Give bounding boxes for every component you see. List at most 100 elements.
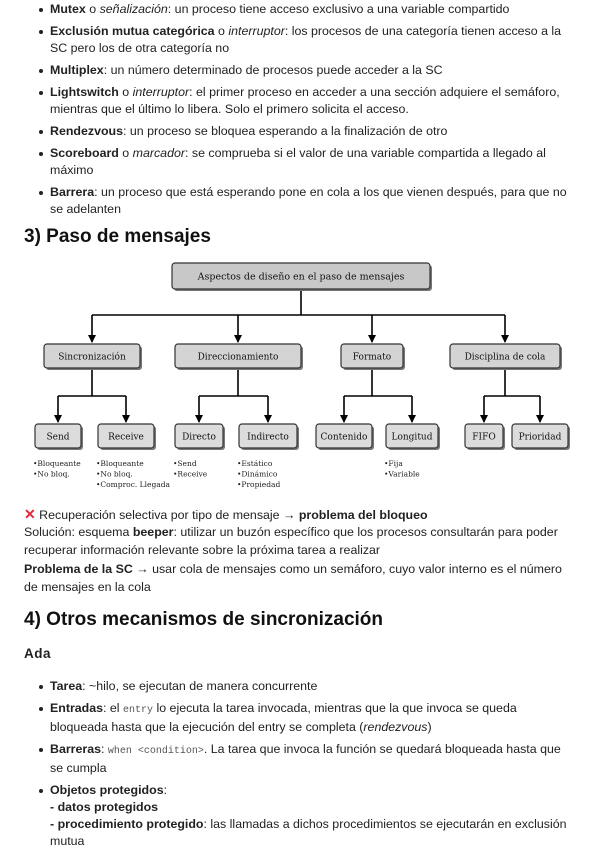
box-rect	[340, 343, 404, 369]
diagram-leaf-box: Receive	[97, 423, 156, 450]
box-label: Disciplina de cola	[465, 353, 546, 363]
item-text: :	[100, 742, 108, 756]
list-item: Lightswitch o interruptor: el primer pro…	[0, 84, 600, 118]
item-bold: Exclusión mutua categórica	[50, 24, 215, 38]
diagram-note: •Bloqueante	[33, 459, 81, 468]
item-bold: Entradas	[50, 701, 104, 715]
item-text: : ~hilo, se ejecutan de manera concurren…	[82, 679, 318, 693]
selective-retrieval-line: ✕ Recuperación selectiva por tipo de men…	[24, 505, 576, 524]
box-label: Contenido	[321, 433, 368, 443]
box-rect	[171, 262, 431, 290]
diagram-note: •Fija	[384, 459, 403, 468]
item-text: )	[427, 720, 432, 734]
item-sep: o	[118, 85, 133, 99]
diagram-note: •Variable	[384, 470, 420, 479]
section-3-heading: 3) Paso de mensajes	[24, 226, 211, 247]
diagram-note: •Estático	[237, 459, 273, 468]
diagram-leaf-box: Longitud	[385, 423, 440, 450]
list-item: Rendezvous: un proceso se bloquea espera…	[0, 123, 600, 140]
item-text: : se comprueba si el valor de una variab…	[50, 146, 546, 177]
box-label: Sincronización	[58, 352, 126, 363]
sub-item-bold: - procedimiento protegido	[50, 817, 204, 831]
item-text: : el	[103, 701, 124, 715]
beeper-solution-paragraph: Solución: esquema beeper: utilizar un bu…	[24, 523, 576, 559]
list-item: Tarea: ~hilo, se ejecutan de manera conc…	[0, 678, 600, 695]
list-item: Objetos protegidos: - datos protegidos - p…	[0, 782, 600, 850]
box-rect	[385, 423, 439, 449]
item-bold: Tarea	[50, 679, 83, 693]
item-text: :	[163, 783, 168, 797]
arrow-glyph: →	[283, 508, 296, 522]
box-label: Receive	[108, 433, 144, 443]
box-rect	[43, 343, 141, 369]
box-rect	[174, 343, 302, 369]
item-text: lo ejecuta la tarea invocada, mientras q…	[50, 701, 517, 734]
item-bold: Scoreboard	[50, 146, 119, 160]
item-text: : un proceso que está esperando pone en …	[50, 185, 567, 216]
list-item: Barreras: when <condition>. La tarea que…	[0, 741, 600, 777]
line1-text: Recuperación selectiva por tipo de mensa…	[35, 508, 283, 522]
item-bold: Barrera	[50, 185, 95, 199]
box-rect	[511, 423, 569, 449]
item-text: : los procesos de una categoría tienen a…	[50, 24, 562, 55]
line2-pre: Solución: esquema	[24, 525, 133, 539]
box-rect	[315, 423, 373, 449]
list-item: Exclusión mutua categórica o interruptor…	[0, 23, 600, 57]
box-rect	[34, 423, 82, 449]
line1-bold: problema del bloqueo	[298, 508, 428, 522]
item-sep: o	[214, 24, 229, 38]
ada-heading: Ada	[24, 646, 52, 661]
diagram-leaf-box: FIFO	[464, 423, 505, 450]
arrow-glyph: →	[136, 562, 149, 576]
line3-bold: Problema de la SC	[24, 562, 133, 576]
item-sep: o	[85, 2, 100, 16]
list-item: Scoreboard o marcador: se comprueba si e…	[0, 145, 600, 179]
diagram-note: •Comproc. Llegada	[96, 480, 171, 489]
diagram-note: •Dinámico	[237, 470, 278, 479]
diagram-note: •No bloq.	[33, 470, 70, 479]
item-text: : el primer proceso en acceder a una sec…	[50, 85, 560, 116]
item-text: : un proceso se bloquea esperando a la f…	[122, 124, 448, 138]
box-label: Send	[46, 433, 69, 443]
list-item: Entradas: el entry lo ejecuta la tarea i…	[0, 700, 600, 736]
item-bold: Barreras	[50, 742, 101, 756]
item-text: : un proceso tiene acceso exclusivo a un…	[167, 2, 510, 16]
list-item: Barrera: un proceso que está esperando p…	[0, 184, 600, 218]
item-italic: marcador	[132, 146, 185, 160]
sub-item-text: : las llamadas a dichos procedimientos s…	[50, 817, 567, 848]
line2-rest: : utilizar un buzón específico que los p…	[24, 525, 558, 557]
box-rect	[97, 423, 155, 449]
item-text: . La tarea que invoca la función se qued…	[50, 742, 561, 775]
diagram-group-box: Disciplina de cola	[449, 343, 562, 370]
inline-code: entry	[123, 705, 154, 716]
item-italic: interruptor	[228, 24, 285, 38]
sc-problem-paragraph: Problema de la SC → usar cola de mensaje…	[24, 560, 576, 596]
item-italic: señalización	[99, 2, 168, 16]
item-text: : un número determinado de procesos pued…	[103, 63, 443, 77]
message-passing-diagram: Aspectos de diseño en el paso de mensaje…	[33, 262, 570, 489]
diagram-group-box: Direccionamiento	[174, 343, 303, 370]
box-label: FIFO	[472, 433, 495, 443]
item-bold: Multiplex	[50, 63, 104, 77]
diagram-note: •Bloqueante	[96, 459, 144, 468]
list-item: Multiplex: un número determinado de proc…	[0, 62, 600, 79]
item-bold: Objetos protegidos	[50, 783, 164, 797]
box-rect	[238, 423, 298, 449]
diagram-note: •Send	[173, 459, 197, 468]
inline-code: when <condition>	[107, 746, 204, 757]
item-bold: Rendezvous	[50, 124, 123, 138]
item-bold: Lightswitch	[50, 85, 119, 99]
diagram-leaf-box: Indirecto	[238, 423, 299, 450]
box-rect	[464, 423, 504, 449]
cross-mark-icon: ✕	[24, 506, 36, 522]
sub-item-bold: - datos protegidos	[50, 800, 159, 814]
diagram-leaf-box: Directo	[174, 423, 225, 450]
line2-bold: beeper	[132, 525, 174, 539]
diagram-leaf-box: Prioridad	[511, 423, 570, 450]
box-label: Indirecto	[247, 433, 289, 443]
box-rect	[449, 343, 561, 369]
diagram-root-box: Aspectos de diseño en el paso de mensaje…	[171, 262, 432, 291]
list-item: Mutex o señalización: un proceso tiene a…	[0, 1, 600, 18]
diagram-group-box: Sincronización	[43, 343, 142, 370]
